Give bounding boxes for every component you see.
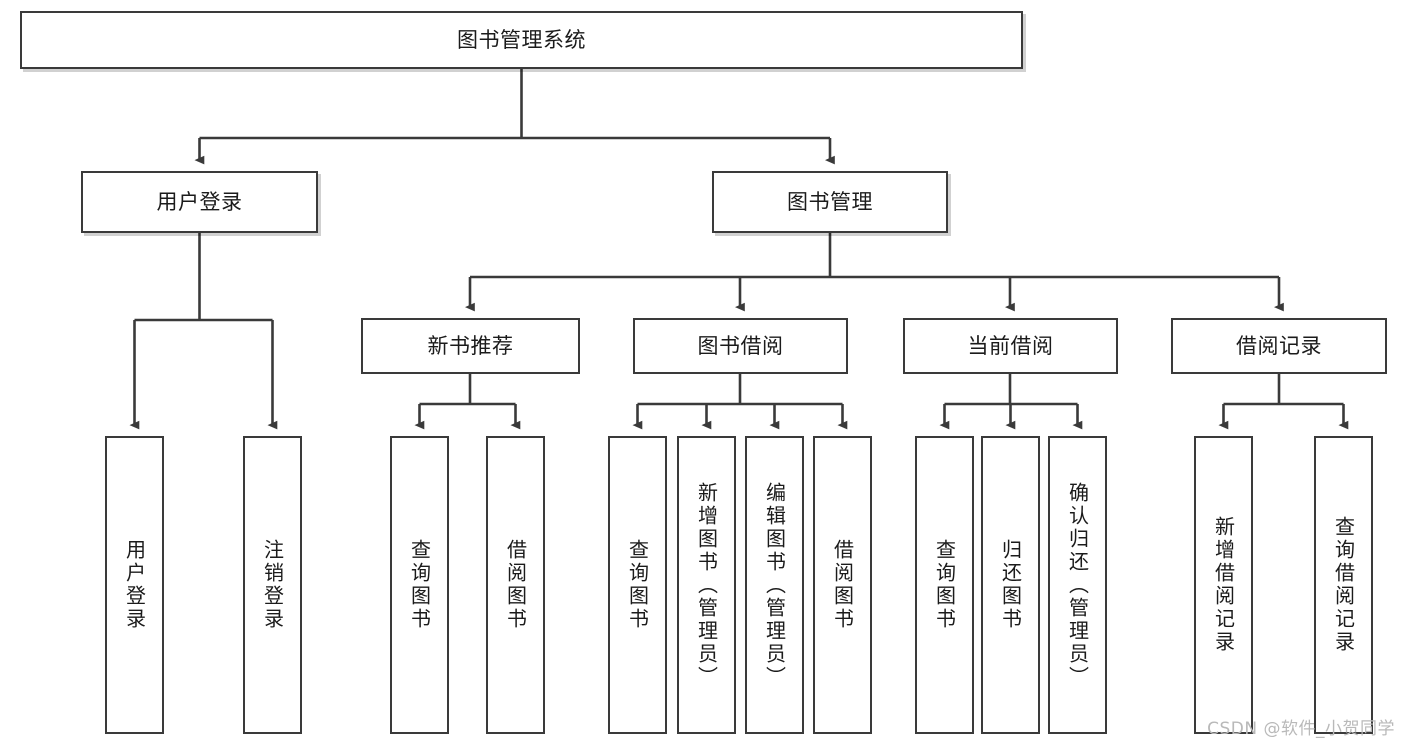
node-leaf-return-book[interactable]: 归还图书 (981, 436, 1040, 734)
node-new-book-recommend[interactable]: 新书推荐 (361, 318, 580, 374)
node-leaf-return-book-label: 归还图书 (998, 539, 1023, 631)
node-new-book-recommend-label: 新书推荐 (427, 333, 514, 358)
node-root-system[interactable]: 图书管理系统 (20, 11, 1023, 69)
node-leaf-user-logout-label: 注销登录 (260, 539, 285, 631)
node-leaf-query-book-2-label: 查询图书 (625, 539, 650, 631)
node-leaf-query-book-1-label: 查询图书 (407, 539, 432, 631)
node-book-manage-label: 图书管理 (787, 189, 873, 214)
node-leaf-edit-book-admin-label: 编辑图书（管理员） (762, 481, 787, 689)
node-current-borrow[interactable]: 当前借阅 (903, 318, 1118, 374)
node-user-login-label: 用户登录 (156, 189, 243, 214)
csdn-watermark: CSDN @软件_小贺同学 (1207, 719, 1395, 739)
node-leaf-add-book-admin[interactable]: 新增图书（管理员） (677, 436, 736, 734)
node-user-login[interactable]: 用户登录 (81, 171, 318, 233)
node-leaf-borrow-book-1-label: 借阅图书 (503, 539, 528, 631)
node-leaf-confirm-return-admin-label: 确认归还（管理员） (1065, 481, 1090, 689)
node-leaf-query-book-1[interactable]: 查询图书 (390, 436, 449, 734)
node-leaf-query-borrow-record-label: 查询借阅记录 (1331, 516, 1356, 654)
node-leaf-confirm-return-admin[interactable]: 确认归还（管理员） (1048, 436, 1107, 734)
node-leaf-add-borrow-record-label: 新增借阅记录 (1211, 516, 1236, 654)
node-current-borrow-label: 当前借阅 (967, 333, 1054, 358)
node-leaf-query-borrow-record[interactable]: 查询借阅记录 (1314, 436, 1373, 734)
node-leaf-borrow-book-2-label: 借阅图书 (830, 539, 855, 631)
node-leaf-user-login-label: 用户登录 (122, 539, 147, 631)
node-leaf-borrow-book-1[interactable]: 借阅图书 (486, 436, 545, 734)
node-leaf-user-logout[interactable]: 注销登录 (243, 436, 302, 734)
node-leaf-query-book-3[interactable]: 查询图书 (915, 436, 974, 734)
node-leaf-query-book-2[interactable]: 查询图书 (608, 436, 667, 734)
node-leaf-borrow-book-2[interactable]: 借阅图书 (813, 436, 872, 734)
node-root-label: 图书管理系统 (457, 27, 586, 52)
node-book-borrow[interactable]: 图书借阅 (633, 318, 848, 374)
node-borrow-record[interactable]: 借阅记录 (1171, 318, 1387, 374)
node-leaf-add-book-admin-label: 新增图书（管理员） (694, 481, 719, 689)
node-leaf-user-login[interactable]: 用户登录 (105, 436, 164, 734)
node-leaf-add-borrow-record[interactable]: 新增借阅记录 (1194, 436, 1253, 734)
node-borrow-record-label: 借阅记录 (1236, 333, 1322, 358)
node-book-borrow-label: 图书借阅 (697, 333, 784, 358)
node-book-manage[interactable]: 图书管理 (712, 171, 948, 233)
node-leaf-query-book-3-label: 查询图书 (932, 539, 957, 631)
node-leaf-edit-book-admin[interactable]: 编辑图书（管理员） (745, 436, 804, 734)
